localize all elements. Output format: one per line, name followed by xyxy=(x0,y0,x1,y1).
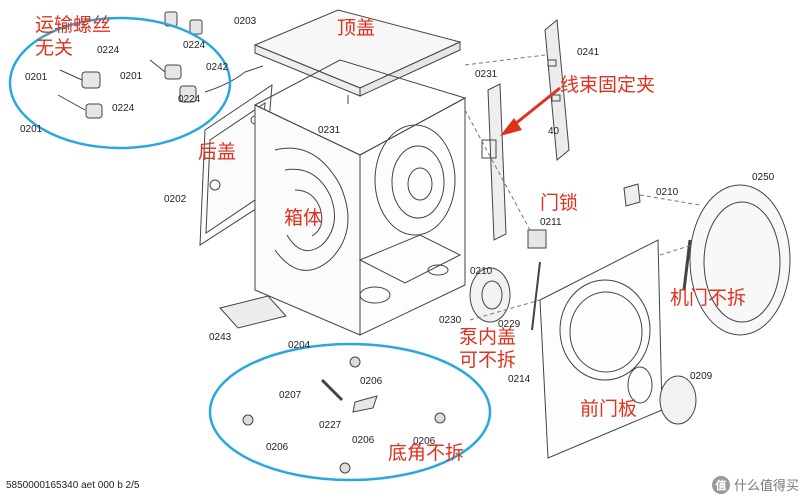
part-code-0230: 0230 xyxy=(439,315,462,326)
annotation-door-lock: 门锁 xyxy=(540,192,579,214)
part-code-0203: 0203 xyxy=(234,16,257,27)
part-code-0202: 0202 xyxy=(164,194,187,205)
annotation-door-not-removed: 机门不拆 xyxy=(670,287,747,309)
highlight-ellipse-feet xyxy=(208,342,492,482)
part-code-0206: 0206 xyxy=(352,435,375,446)
part-code-0224: 0224 xyxy=(178,94,201,105)
annotation-pump-cover-note: 可不拆 xyxy=(459,349,517,371)
annotation-pump-cover: 泵内盖 xyxy=(459,326,517,348)
part-code-0206: 0206 xyxy=(413,436,436,447)
annotation-feet-not-removed: 底角不拆 xyxy=(388,442,465,464)
part-code-0201: 0201 xyxy=(20,124,43,135)
part-code-0209: 0209 xyxy=(690,371,713,382)
annotation-top-cover: 顶盖 xyxy=(337,17,376,39)
part-code-0231: 0231 xyxy=(318,125,341,136)
transport-bolts-part xyxy=(57,11,203,119)
watermark-text: 什么值得买 xyxy=(733,479,799,494)
annotation-arrow xyxy=(500,86,561,136)
watermark-logo-icon: 值 xyxy=(711,475,730,494)
door-lock-part xyxy=(527,183,641,249)
bracket-part xyxy=(219,295,287,329)
part-code-0201: 0201 xyxy=(120,71,143,82)
part-code-0231: 0231 xyxy=(475,69,498,80)
part-code-0241: 0241 xyxy=(577,47,600,58)
rail-part xyxy=(481,83,507,241)
part-code-0250: 0250 xyxy=(752,172,775,183)
filter-cover-part xyxy=(659,375,697,425)
annotation-cabinet: 箱体 xyxy=(284,207,323,229)
annotation-front-panel: 前门板 xyxy=(580,398,638,420)
part-code-0206: 0206 xyxy=(360,376,383,387)
part-code-0214: 0214 xyxy=(508,374,531,385)
cabinet-part xyxy=(253,59,467,336)
part-code-0210: 0210 xyxy=(656,187,679,198)
part-code-0229: 0229 xyxy=(498,319,521,330)
document-reference: 5850000165340 aet 000 b 2/5 xyxy=(6,480,140,491)
part-code-0227: 0227 xyxy=(319,420,342,431)
feet-part xyxy=(242,356,446,474)
annotation-transport-bolts-note: 无关 xyxy=(35,37,74,59)
part-code-0242: 0242 xyxy=(206,62,229,73)
part-code-0206: 0206 xyxy=(266,442,289,453)
annotation-rear-cover: 后盖 xyxy=(198,141,237,163)
top-cover-part xyxy=(253,9,462,104)
annotation-harness-clip: 线束固定夹 xyxy=(560,74,656,96)
part-code-0210: 0210 xyxy=(470,266,493,277)
pump-cover-part xyxy=(469,261,541,331)
part-code-0240: 40 xyxy=(548,126,560,137)
part-code-0224: 0224 xyxy=(97,45,120,56)
part-code-0211: 0211 xyxy=(540,217,562,228)
part-code-0201: 0201 xyxy=(25,72,48,83)
front-panel-part xyxy=(539,239,663,459)
watermark: 值 什么值得买 xyxy=(711,475,799,494)
part-code-0224: 0224 xyxy=(112,103,135,114)
part-code-0207: 0207 xyxy=(279,390,302,401)
annotation-transport-bolts: 运输螺丝 xyxy=(35,14,112,36)
highlight-ellipse-transport-bolts xyxy=(8,16,232,150)
part-code-0243: 0243 xyxy=(209,332,232,343)
door-part xyxy=(682,184,791,336)
part-code-0224: 0224 xyxy=(183,40,206,51)
part-code-0204: 0204 xyxy=(288,340,311,351)
